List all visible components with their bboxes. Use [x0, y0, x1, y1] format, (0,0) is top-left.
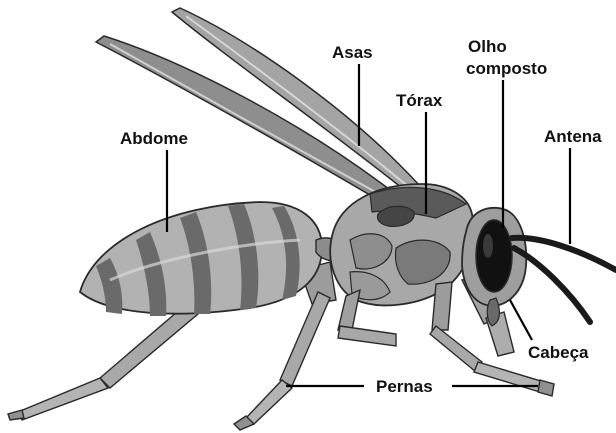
- mid-leg-right-femur: [338, 290, 360, 330]
- hind-leg-claw: [8, 410, 24, 420]
- compound-eye-shine: [483, 234, 493, 258]
- label-pernas: Pernas: [376, 377, 433, 396]
- front-leg-femur: [432, 282, 452, 330]
- label-olho-line1: Olho: [468, 37, 507, 56]
- label-abdome: Abdome: [120, 129, 188, 148]
- label-olho-line2: composto: [466, 59, 547, 78]
- abdomen: [80, 202, 322, 316]
- label-asas: Asas: [332, 43, 373, 62]
- head: [462, 208, 526, 326]
- mandible: [487, 298, 499, 326]
- wings: [96, 8, 420, 208]
- antennae: [512, 238, 616, 322]
- compound-eye: [476, 220, 512, 292]
- mid-leg-right-tibia: [338, 326, 396, 346]
- label-cabeca: Cabeça: [528, 343, 589, 362]
- mid-leg-tarsus: [246, 380, 292, 424]
- mid-leg-tibia: [280, 292, 330, 386]
- hind-leg-tarsus: [18, 378, 108, 420]
- front-leg-tarsus: [474, 362, 544, 392]
- cabeca-leader: [510, 300, 532, 340]
- label-antena: Antena: [544, 127, 602, 146]
- label-torax: Tórax: [396, 91, 443, 110]
- front-leg-claw: [538, 380, 554, 396]
- front-leg-tibia: [430, 326, 482, 372]
